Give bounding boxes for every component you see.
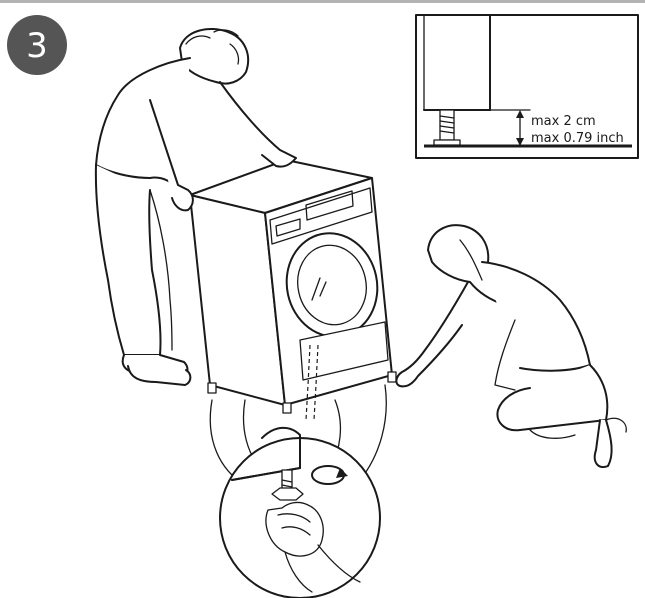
person-standing-arm-left xyxy=(149,99,194,212)
magnifier-nut xyxy=(271,487,304,501)
inset-dim-inch: max 0.79 inch xyxy=(531,131,624,146)
person-kneeling-foot xyxy=(593,419,613,468)
dashed-indicator-line xyxy=(305,344,311,421)
washing-machine xyxy=(189,159,397,421)
machine-foot-right xyxy=(387,371,397,383)
magnifier-machine-corner xyxy=(231,426,301,481)
person-kneeling xyxy=(395,224,627,468)
machine-service-panel xyxy=(299,321,389,381)
machine-detergent-drawer xyxy=(275,218,301,237)
person-kneeling-torso xyxy=(481,261,591,372)
step-badge: 3 xyxy=(7,15,67,75)
person-standing-shoe-front xyxy=(127,365,192,386)
inset-panel: max 2 cm max 0.79 inch xyxy=(415,14,639,159)
magnifier-hand xyxy=(265,501,324,557)
person-kneeling-legs xyxy=(496,364,609,432)
magnifier-cone-right xyxy=(359,384,387,481)
inset-dim-cm: max 2 cm xyxy=(531,114,596,129)
inset-foot xyxy=(433,109,461,146)
rotation-arrow-icon xyxy=(311,465,348,485)
inset-dim-arrow-up xyxy=(516,110,524,118)
person-kneeling-arm xyxy=(395,281,469,388)
magnifier xyxy=(209,384,387,598)
person-standing-arm-right xyxy=(219,81,297,168)
step-badge-circle xyxy=(7,15,67,75)
inset-frame xyxy=(415,14,639,159)
machine-foot-front xyxy=(282,402,292,414)
step-number: 3 xyxy=(26,26,48,66)
inset-dim-arrow-down xyxy=(516,138,524,146)
person-standing-torso xyxy=(95,57,191,191)
magnifier-foot-screw xyxy=(271,469,304,501)
top-rule xyxy=(0,0,645,3)
machine-foot-left xyxy=(207,382,217,394)
person-standing-head xyxy=(179,28,250,85)
person-standing xyxy=(94,28,297,386)
machine-display xyxy=(305,190,354,221)
machine-door-glass xyxy=(297,244,367,326)
